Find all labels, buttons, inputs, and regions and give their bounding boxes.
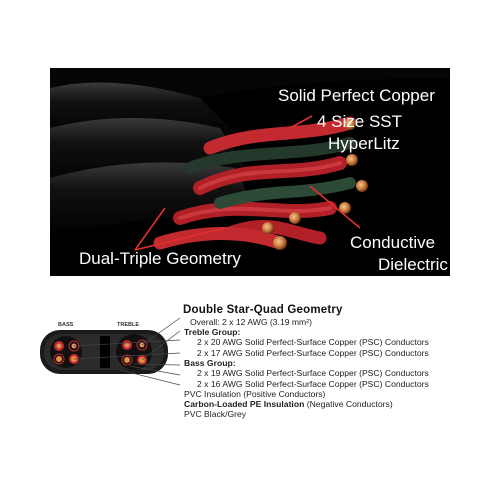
bass-conductor-1: 2 x 19 AWG Solid Perfect-Surface Copper … <box>197 368 429 378</box>
carbon-insulation-line: Carbon-Loaded PE Insulation (Negative Co… <box>184 399 393 410</box>
treble-conductor-1: 2 x 20 AWG Solid Perfect-Surface Copper … <box>197 337 429 347</box>
cross-section-diagram <box>40 317 181 386</box>
bass-conductor-2: 2 x 16 AWG Solid Perfect-Surface Copper … <box>197 379 429 389</box>
pvc-insulation-line: PVC Insulation (Positive Conductors) <box>184 389 326 399</box>
treble-label: TREBLE <box>117 322 139 328</box>
callout-sst-line2: HyperLitz <box>328 134 400 153</box>
overall-value: 2 x 12 AWG (3.19 mm²) <box>219 317 312 327</box>
cable-illustration <box>50 68 450 251</box>
callout-dielectric-line2: Dielectric <box>378 255 448 274</box>
callout-solid-copper: Solid Perfect Copper <box>278 86 435 105</box>
bass-group-heading: Bass Group: <box>184 358 236 368</box>
treble-conductor-2: 2 x 17 AWG Solid Perfect-Surface Copper … <box>197 348 429 358</box>
overall-spec: Overall: 2 x 12 AWG (3.19 mm²) <box>190 317 312 328</box>
callout-dielectric-line1: Conductive <box>350 233 436 252</box>
overall-prefix: Overall: <box>190 317 220 327</box>
carbon-insulation-bold: Carbon-Loaded PE Insulation <box>184 399 305 409</box>
treble-group-heading: Treble Group: <box>184 327 241 337</box>
callout-sst-line1: 4 Size SST <box>317 112 403 131</box>
callout-geometry: Dual-Triple Geometry <box>79 249 241 268</box>
carbon-insulation-rest: (Negative Conductors) <box>304 399 393 409</box>
jacket-line: PVC Black/Grey <box>184 409 247 419</box>
bass-label: BASS <box>58 322 74 328</box>
cable-photo: Solid Perfect Copper 4 Size SST HyperLit… <box>50 68 450 276</box>
diagram-title: Double Star-Quad Geometry <box>183 304 343 316</box>
